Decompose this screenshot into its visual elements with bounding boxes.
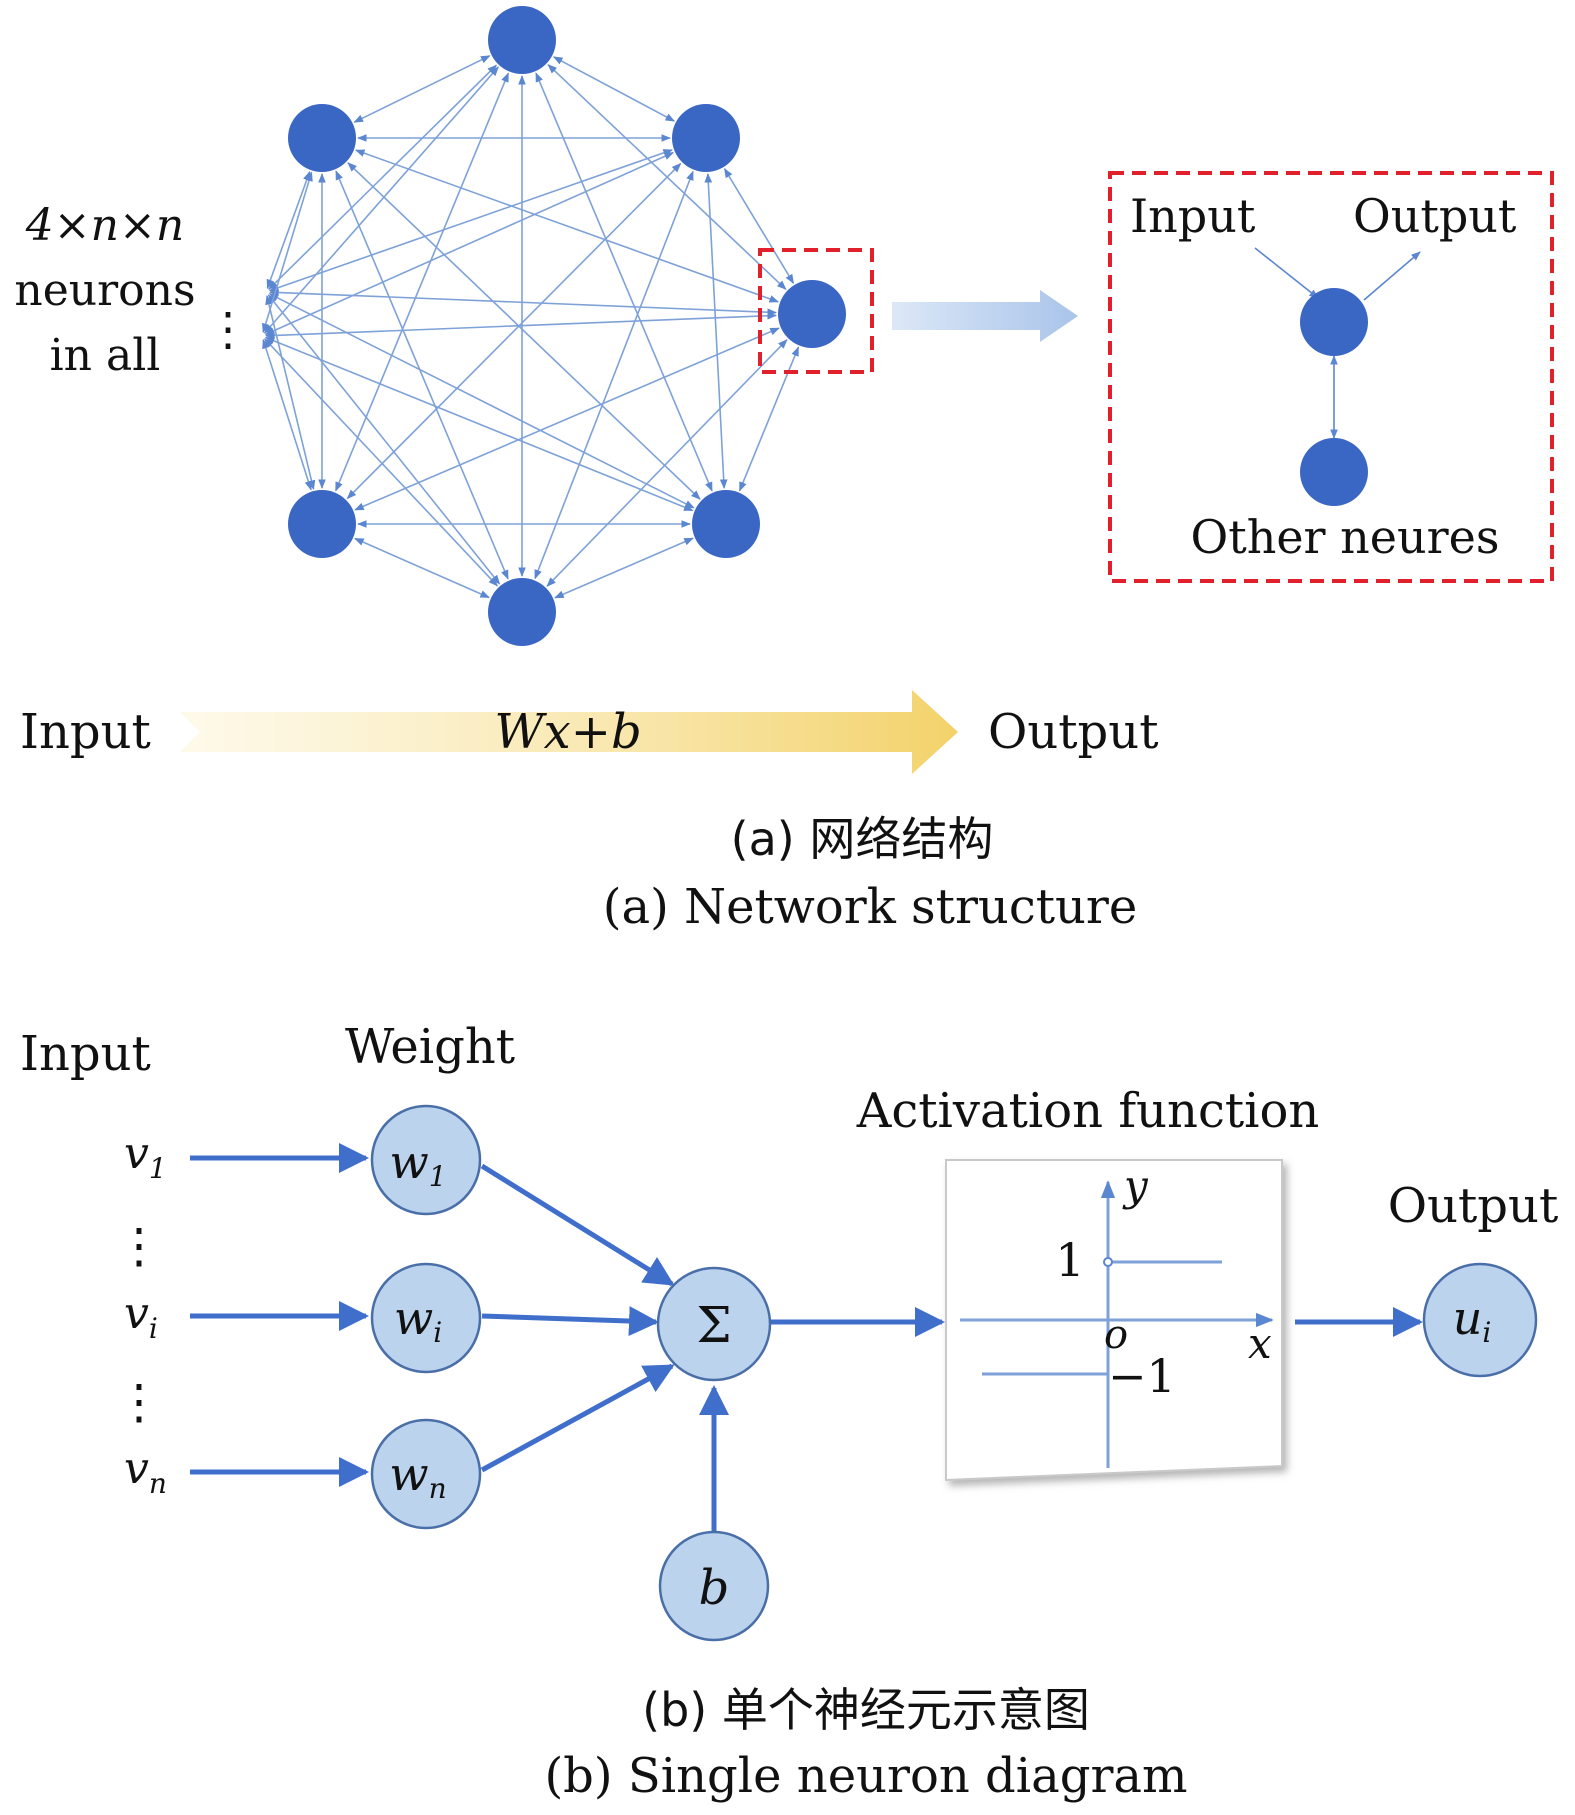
network-neuron <box>778 280 846 348</box>
caption-a-cn: (a) 网络结构 <box>731 812 994 866</box>
network-edge <box>335 72 509 492</box>
weight-arrow-i <box>481 1306 659 1337</box>
neuron-output-label: Output <box>1388 1178 1558 1234</box>
network-edge <box>264 336 694 512</box>
svg-text:wn: wn <box>389 1447 446 1505</box>
network-edge <box>265 311 777 340</box>
flow-input-label: Input <box>20 704 151 760</box>
network-edge <box>353 55 491 123</box>
output-node: ui <box>1422 1262 1538 1378</box>
weight-label: Weight <box>345 1019 515 1075</box>
input-vn: vn <box>124 1443 167 1500</box>
inset-other-label: Other neures <box>1191 510 1500 564</box>
network-edge <box>261 171 313 334</box>
flow-output-label: Output <box>988 704 1158 760</box>
svg-text:b: b <box>699 1560 730 1616</box>
network-neuron <box>288 104 356 172</box>
weight-node-1: w1 <box>370 1104 482 1216</box>
network-edge <box>268 293 695 509</box>
network-neuron <box>488 6 556 74</box>
neuron-input-label: Input <box>20 1026 151 1082</box>
flow-formula: Wx+b <box>494 704 641 760</box>
neuron-count-line3: in all <box>50 330 161 381</box>
highlight-box <box>758 248 874 374</box>
network-edge <box>552 56 676 122</box>
activation-label: Activation function <box>856 1083 1320 1139</box>
caption-a-en: (a) Network structure <box>603 879 1138 935</box>
network-edge <box>704 172 728 490</box>
inset-box <box>1108 171 1554 583</box>
network-edge <box>335 170 509 580</box>
activation-x-label: x <box>1248 1319 1272 1368</box>
network-nodes <box>288 6 846 646</box>
neuron-count-line1: 4×n×n <box>25 200 184 251</box>
input-v1: v1 <box>124 1128 167 1185</box>
network-edge <box>269 288 777 317</box>
svg-text:v1: v1 <box>124 1128 167 1185</box>
svg-text:vi: vi <box>124 1288 158 1345</box>
inset-other-neuron <box>1300 438 1368 506</box>
zoom-arrow <box>892 290 1078 342</box>
network-edge <box>264 151 674 336</box>
inset-output-edge <box>1363 251 1421 301</box>
inset-output-label: Output <box>1353 189 1517 243</box>
network-edge <box>738 346 800 492</box>
inset-input-edge <box>1254 247 1319 299</box>
activation-upper-value: 1 <box>1055 1233 1084 1287</box>
activation-lower-value: −1 <box>1108 1349 1176 1403</box>
activation-origin-label: o <box>1104 1312 1128 1358</box>
network-neuron <box>288 490 356 558</box>
network-edge <box>554 537 694 599</box>
network-edge <box>354 149 780 303</box>
network-neuron <box>692 490 760 558</box>
network-edge <box>354 537 490 599</box>
activation-open-point <box>1103 1257 1113 1267</box>
svg-text:Σ: Σ <box>696 1296 731 1354</box>
inset-input-label: Input <box>1130 189 1256 243</box>
activation-panel: y x o 1 −1 <box>945 1159 1283 1482</box>
network-neuron <box>488 578 556 646</box>
svg-text:ui: ui <box>1453 1291 1492 1349</box>
svg-text:wi: wi <box>394 1291 442 1349</box>
neuron-count-line2: neurons <box>14 265 195 316</box>
flow-arrow <box>180 690 958 774</box>
svg-text:w1: w1 <box>389 1135 446 1193</box>
weight-arrow-1 <box>480 1163 675 1287</box>
input-vi: vi <box>124 1288 158 1345</box>
sum-node: Σ <box>656 1266 772 1382</box>
inset-neuron <box>1300 288 1368 356</box>
network-edge <box>265 294 316 490</box>
weight-node-n: wn <box>370 1418 482 1530</box>
input-ellipsis-1: ⋮ <box>115 1218 163 1274</box>
svg-text:vn: vn <box>124 1443 167 1500</box>
network-neuron <box>672 104 740 172</box>
neuron-ellipsis: ⋮ <box>205 302 251 356</box>
caption-b-cn: (b) 单个神经元示意图 <box>642 1683 1090 1737</box>
weight-node-i: wi <box>370 1262 482 1374</box>
network-edge <box>268 64 498 290</box>
bias-node: b <box>658 1530 770 1642</box>
network-edge <box>262 338 313 491</box>
input-ellipsis-2: ⋮ <box>115 1374 163 1430</box>
caption-b-en: (b) Single neuron diagram <box>544 1748 1187 1804</box>
activation-y-label: y <box>1122 1161 1149 1210</box>
weight-arrow-n <box>480 1363 675 1473</box>
